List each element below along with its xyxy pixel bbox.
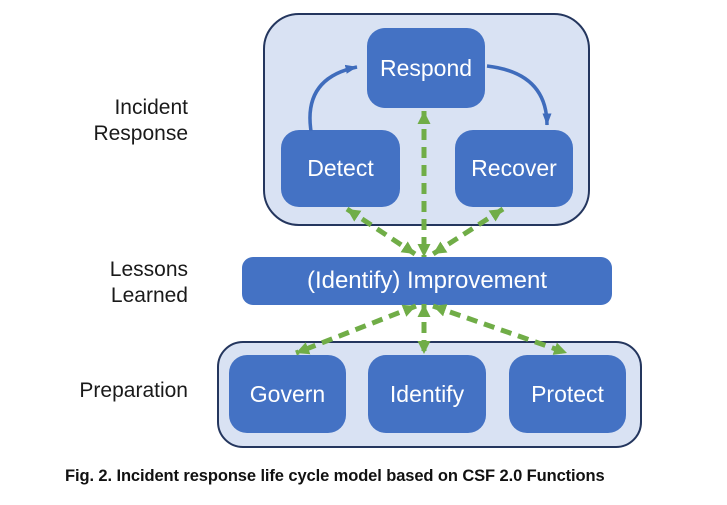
node-respond-label: Respond [379,54,473,81]
node-recover-label: Recover [471,155,557,181]
node-protect: Protect [509,355,626,433]
row-label-line: Lessons [109,258,188,281]
node-identify-label: Identify [389,380,465,407]
node-detect-label: Detect [307,155,374,181]
node-respond: Respond [367,28,485,108]
node-identify: Identify [368,355,486,433]
node-detect: Detect [281,130,400,207]
row-label-incident-response: Incident Response [40,95,188,147]
row-label-line: Learned [110,284,188,307]
node-govern-label: Govern [249,380,326,407]
row-label-preparation: Preparation [40,378,188,404]
figure-caption: Fig. 2. Incident response life cycle mod… [65,467,605,485]
row-label-line: Response [93,122,188,145]
node-improvement: (Identify) Improvement [242,257,612,305]
node-recover: Recover [455,130,573,207]
row-label-lessons-learned: Lessons Learned [40,257,188,309]
node-protect-label: Protect [531,380,604,407]
node-improvement-label: (Identify) Improvement [306,267,548,294]
node-govern: Govern [229,355,346,433]
row-label-line: Preparation [79,379,188,402]
row-label-line: Incident [114,96,188,119]
